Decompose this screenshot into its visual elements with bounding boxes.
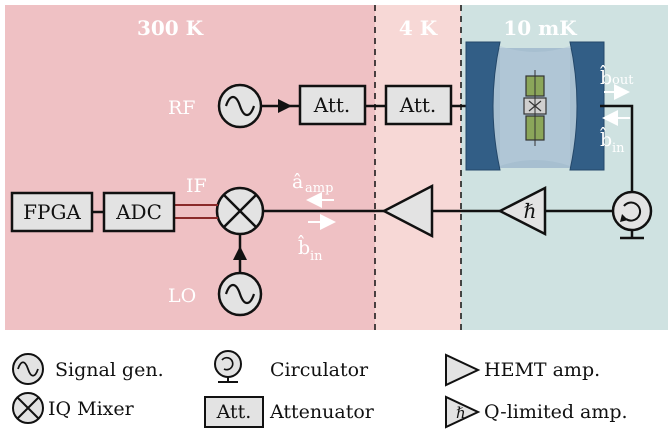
legend-attenuator-box-label: Att. (216, 401, 252, 423)
legend-circulator-icon (214, 350, 242, 378)
b-in-label: b̂ (298, 234, 310, 259)
q-limited-amp-symbol: ℏ (524, 199, 537, 223)
fpga-box (10, 191, 94, 233)
cavity-to-circulator (600, 104, 634, 192)
q-limited-amp (497, 185, 547, 237)
legend-circulator: Circulator (270, 359, 369, 381)
b-out-label: b̂ (600, 64, 612, 89)
rf-label: RF (168, 97, 196, 119)
b-in-sub: in (310, 249, 323, 264)
mirror-right (569, 41, 605, 171)
legend-q-limited-icon (445, 395, 481, 429)
attenuator-1 (298, 84, 367, 126)
rf-signal-generator (217, 83, 263, 129)
b-out-sub: out (612, 73, 634, 88)
attenuator-2-label: Att. (399, 93, 437, 117)
rf-arrow-head (278, 99, 292, 113)
legend-signal-gen: Signal gen. (55, 359, 164, 381)
if-label: IF (186, 175, 207, 197)
zone-4k-label: 4 K (399, 16, 438, 40)
zone-300k (5, 5, 375, 330)
iq-mixer (215, 186, 265, 236)
hemt-amp (381, 183, 434, 239)
a-amp-label: â (292, 171, 303, 193)
legend-q-limited-symbol: ℏ (456, 404, 466, 422)
a-amp-sub: amp (305, 181, 333, 196)
legend-q-limited: Q-limited amp. (484, 401, 628, 423)
legend: Signal gen. IQ Mixer Circulator Att. Att… (12, 350, 628, 429)
b-in-top-label: b̂ (600, 126, 612, 151)
sine-icon (224, 95, 256, 117)
zone-300k-label: 300 K (137, 16, 204, 40)
mirror-left (465, 41, 501, 171)
legend-hemt: HEMT amp. (484, 359, 600, 381)
zone-10mk-label: 10 mK (503, 16, 577, 40)
lo-arrow-head (233, 246, 247, 260)
sine-icon (224, 283, 256, 305)
legend-iq-mixer: IQ Mixer (48, 398, 135, 420)
legend-hemt-icon (445, 353, 481, 387)
cross-icon (223, 194, 257, 228)
attenuator-2 (384, 84, 453, 126)
legend-attenuator: Attenuator (269, 401, 375, 423)
adc-box (102, 191, 176, 233)
adc-label: ADC (115, 200, 162, 224)
lo-label: LO (168, 285, 196, 307)
attenuator-1-label: Att. (313, 93, 351, 117)
legend-attenuator-icon (204, 396, 264, 428)
zone-4k (375, 5, 461, 330)
lo-signal-generator (217, 271, 263, 317)
fpga-label: FPGA (23, 200, 81, 224)
circulator-icon (623, 201, 642, 222)
cavity (465, 41, 605, 171)
b-in-top-sub: in (612, 141, 625, 156)
